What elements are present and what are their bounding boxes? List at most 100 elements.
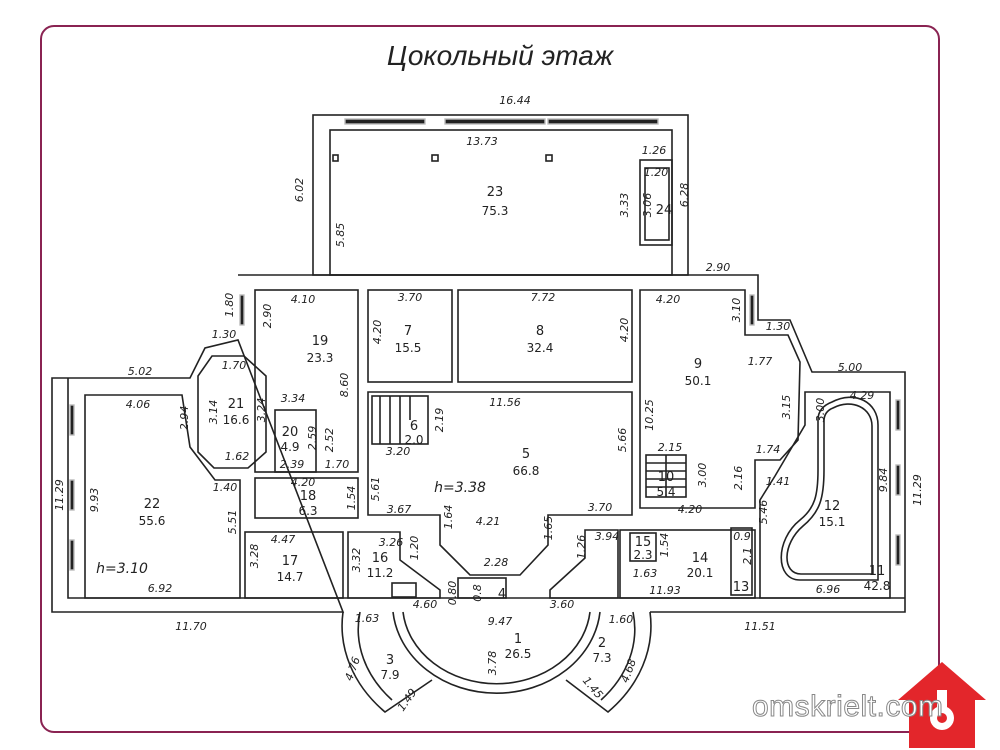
room-area: 7.9: [380, 668, 399, 682]
watermark: omskrielt.com: [752, 690, 944, 724]
dimension-label: 5.46: [757, 500, 770, 525]
room-number: 12: [824, 499, 841, 514]
dimension-label: 0.9: [733, 530, 751, 543]
room-6: 62.0: [404, 419, 423, 447]
dimension-label: 4.20: [656, 293, 681, 306]
dimension-label: 3.00: [814, 398, 827, 423]
dimension-label: 4.20: [618, 318, 631, 343]
dimension-label: 1.26: [575, 535, 588, 560]
dimension-labels: 16.44 13.73 6.02 5.85 1.26 1.20 3.33 3.0…: [53, 94, 924, 714]
dimension-label: 2.28: [484, 556, 509, 569]
room-number: 5: [522, 447, 530, 462]
room-8: 832.4: [527, 324, 554, 355]
dimension-label: 4.47: [271, 533, 296, 546]
dimension-label: 4.06: [126, 398, 151, 411]
dimension-label: 3.28: [248, 544, 261, 569]
stairs-6: [371, 395, 429, 445]
dimension-label: 1.60: [609, 613, 634, 626]
logo-house-icon: [898, 662, 986, 748]
dimension-label: 9.93: [88, 488, 101, 513]
walls: [51, 114, 906, 714]
dimension-label: 1.70: [222, 359, 247, 372]
room-24: 24: [656, 203, 673, 218]
room-1: 126.5: [505, 632, 532, 661]
room-number: 11: [869, 564, 886, 579]
room-area: 14.7: [277, 570, 304, 584]
room-number: 3: [386, 653, 394, 668]
dimension-label: 1.26: [642, 144, 667, 157]
room-13: 13: [733, 580, 750, 595]
room-area: 7.3: [592, 651, 611, 665]
room-number: 15: [635, 535, 652, 550]
ceiling-height-label: h=3.10: [96, 561, 148, 577]
dimension-label: 0.8: [471, 584, 484, 602]
dimension-label: 1.64: [442, 505, 455, 530]
dimension-label: 4.20: [678, 503, 703, 516]
room-number: 16: [372, 551, 389, 566]
dimension-label: 4.29: [850, 389, 875, 402]
page-frame: [40, 25, 940, 733]
dimension-label: 2.94: [178, 406, 191, 431]
dimension-label: 2.90: [261, 304, 274, 329]
room-number: 20: [282, 425, 299, 440]
dimension-label: 3.78: [486, 651, 499, 676]
dimension-label: 2.1: [741, 547, 754, 565]
dimension-label: 1.54: [345, 486, 358, 511]
room-number: 21: [228, 397, 245, 412]
room-number: 14: [692, 551, 709, 566]
dimension-label: 1.54: [658, 533, 671, 558]
room-9: 950.1: [685, 357, 712, 388]
dimension-label: 0.80: [446, 581, 459, 606]
dimension-label: 10.25: [643, 399, 656, 431]
dimension-label: 8.60: [338, 373, 351, 398]
dimension-label: 2.39: [280, 458, 305, 471]
dimension-label: 1.65: [542, 516, 555, 541]
room-number: 2: [598, 636, 606, 651]
room-4: 4: [498, 587, 506, 602]
room-area: 2.3: [633, 548, 652, 562]
dimension-label: 1.30: [766, 320, 791, 333]
dimension-label: 4.21: [476, 515, 501, 528]
dimension-label: 3.34: [281, 392, 306, 405]
room-area: 23.3: [307, 351, 334, 365]
room-area: 26.5: [505, 647, 532, 661]
room-number: 23: [487, 185, 504, 200]
room-number: 9: [694, 357, 702, 372]
dimension-label: 11.29: [911, 474, 924, 506]
room-area: 2.0: [404, 433, 423, 447]
dimension-label: 11.93: [649, 584, 681, 597]
dimension-label: 11.70: [175, 620, 207, 633]
room-number: 24: [656, 203, 673, 218]
dimension-label: 6.02: [293, 178, 306, 203]
dimension-label: 11.51: [744, 620, 776, 633]
dimension-label: 3.06: [641, 193, 654, 218]
room-number: 10: [658, 470, 675, 485]
dimension-label: 3.94: [595, 530, 620, 543]
room-number: 22: [144, 497, 161, 512]
dimension-label: 6.28: [678, 183, 691, 208]
dimension-label: 5.00: [838, 361, 863, 374]
room-number: 19: [312, 334, 329, 349]
room-19: 19 23.3: [307, 334, 334, 365]
dimension-label: 1.45: [580, 674, 606, 701]
dimension-label: 3.70: [588, 501, 613, 514]
dimension-label: 5.66: [616, 428, 629, 453]
dimension-label: 3.26: [379, 536, 404, 549]
room-area: 11.2: [367, 566, 394, 580]
room-10: 105.4: [656, 470, 675, 499]
dimension-label: 1.30: [212, 328, 237, 341]
dimension-label: 3.70: [398, 291, 423, 304]
room-area: 16.6: [223, 413, 250, 427]
dimension-label: 9.84: [877, 468, 890, 493]
room-number: 13: [733, 580, 750, 595]
dimension-label: 3.33: [618, 193, 631, 218]
